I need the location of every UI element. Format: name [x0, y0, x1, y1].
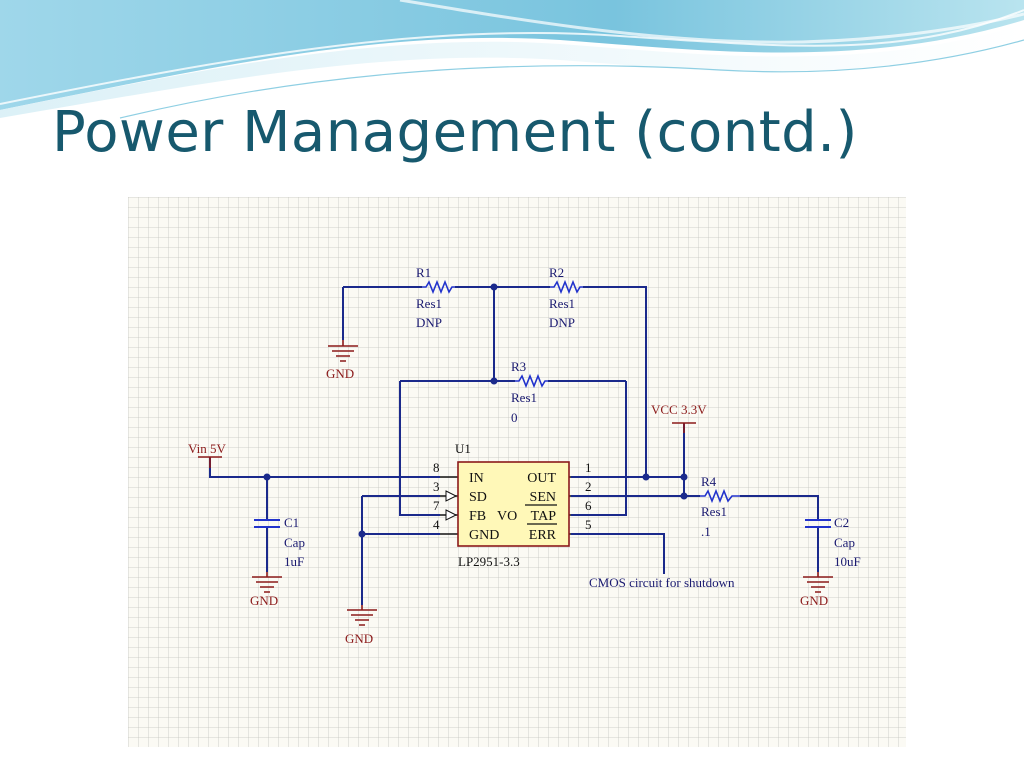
pin-name-in: IN — [469, 471, 484, 486]
resistor-r4: R4 Res1 .1 — [700, 474, 740, 539]
r3-ref: R3 — [511, 359, 526, 374]
resistor-r2: R2 Res1 DNP — [549, 265, 583, 330]
ic-body — [457, 461, 570, 547]
r3-type: Res1 — [511, 390, 537, 405]
junctions — [263, 283, 688, 538]
ground-symbol-c2: GND — [800, 572, 833, 608]
c1-type: Cap — [284, 535, 305, 550]
pin-name-gnd: GND — [469, 528, 499, 543]
pin-num-5: 5 — [585, 517, 592, 532]
pin-name-fb: FB — [469, 509, 486, 524]
slide-title: Power Management (contd.) — [52, 100, 858, 165]
resistor-r3: R3 Res1 0 — [511, 359, 548, 425]
pin-num-8: 8 — [433, 460, 440, 475]
ground-symbol-r1: GND — [326, 340, 358, 381]
pin-name-sen: SEN — [530, 490, 556, 505]
gnd-label-c2: GND — [800, 593, 828, 608]
r4-value: .1 — [701, 524, 711, 539]
capacitor-c2: C2 Cap 10uF — [805, 515, 861, 569]
c1-value: 1uF — [284, 554, 304, 569]
c2-type: Cap — [834, 535, 855, 550]
r4-type: Res1 — [701, 504, 727, 519]
gnd-label-c1: GND — [250, 593, 278, 608]
ground-symbol-ic: GND — [345, 605, 377, 646]
pin-num-1: 1 — [585, 460, 592, 475]
pin-name-tap: TAP — [531, 509, 557, 524]
gnd-label-r1: GND — [326, 366, 354, 381]
r2-ref: R2 — [549, 265, 564, 280]
wire-gnd-pin — [361, 496, 440, 605]
c2-ref: C2 — [834, 515, 849, 530]
wire-err — [571, 533, 665, 574]
r2-value: DNP — [549, 315, 575, 330]
cmos-shutdown-note: CMOS circuit for shutdown — [589, 575, 735, 590]
r3-value: 0 — [511, 410, 518, 425]
c1-ref: C1 — [284, 515, 299, 530]
pin-name-vo: VO — [497, 509, 517, 524]
schematic-diagram: R1 Res1 DNP R2 Res1 DNP R3 Res1 0 R4 Res… — [188, 265, 861, 646]
ic-part: LP2951-3.3 — [458, 554, 520, 569]
pin-name-sd: SD — [469, 490, 487, 505]
wire-tap-loop — [571, 381, 627, 516]
power-port-vin: Vin 5V — [188, 441, 226, 468]
schematic-panel: R1 Res1 DNP R2 Res1 DNP R3 Res1 0 R4 Res… — [128, 197, 906, 747]
pin-num-3: 3 — [433, 479, 440, 494]
header-swoosh-decoration — [0, 0, 1024, 119]
sd-input-arrow — [445, 490, 458, 502]
pin-num-4: 4 — [433, 517, 440, 532]
r4-ref: R4 — [701, 474, 717, 489]
pin-name-err: ERR — [529, 528, 557, 543]
wire-r1-r2-node — [343, 286, 647, 477]
vin-label: Vin 5V — [188, 441, 226, 456]
wire-vin — [209, 457, 440, 478]
pin-num-7: 7 — [433, 498, 440, 513]
r1-ref: R1 — [416, 265, 431, 280]
wire-fb-loop — [399, 381, 440, 516]
ground-symbol-c1: GND — [250, 572, 282, 608]
ic-ref: U1 — [455, 441, 471, 456]
c2-value: 10uF — [834, 554, 861, 569]
r2-type: Res1 — [549, 296, 575, 311]
vcc-label: VCC 3.3V — [651, 402, 707, 417]
r1-type: Res1 — [416, 296, 442, 311]
pin-num-2: 2 — [585, 479, 592, 494]
capacitor-c1: C1 Cap 1uF — [254, 515, 305, 569]
pin-name-out: OUT — [527, 471, 556, 486]
r1-value: DNP — [416, 315, 442, 330]
ic-u1: U1 LP2951-3.3 8 3 7 4 1 2 6 5 IN SD FB G… — [433, 441, 592, 569]
gnd-label-ic: GND — [345, 631, 373, 646]
power-port-vcc: VCC 3.3V — [651, 402, 707, 433]
pin-num-6: 6 — [585, 498, 592, 513]
resistor-r1: R1 Res1 DNP — [416, 265, 455, 330]
fb-input-arrow — [445, 509, 458, 521]
